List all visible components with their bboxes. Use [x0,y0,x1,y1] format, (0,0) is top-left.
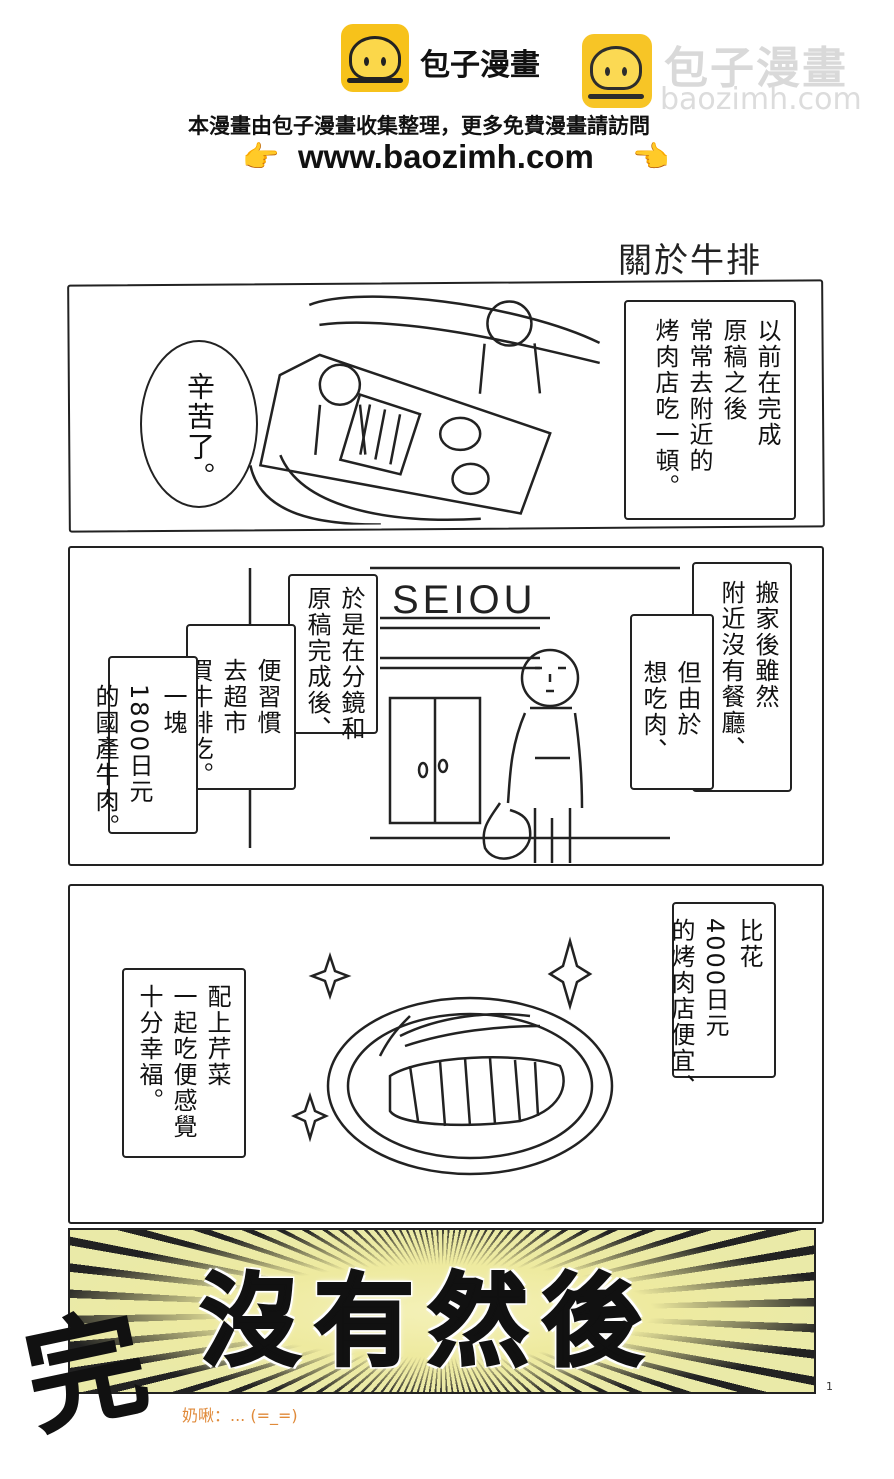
caption-box: 但由於 想吃肉、 [630,614,714,790]
caption-text: 比花 4000日元 的烤肉店便宜、 [667,918,763,1100]
caption-text: 搬家後雖然 附近沒有餐廳、 [717,580,779,762]
speech-text: 辛苦了。 [183,372,216,492]
caption-text: 配上芹菜 一起吃便感覺 十分幸福。 [135,984,231,1140]
caption-text: 於是在分鏡和 原稿完成後、 [303,586,365,742]
panel-3 [68,884,824,1224]
site-url-link[interactable]: www.baozimh.com [298,138,594,175]
steak-plate-drawing [290,936,614,1176]
baozi-logo-watermark-icon [582,34,652,108]
caption-box: 配上芹菜 一起吃便感覺 十分幸福。 [122,968,246,1158]
brand-watermark-url: baozimh.com [660,82,862,117]
brand-name: 包子漫畫 [420,48,540,83]
baozi-logo-icon [341,24,409,92]
caption-text: 一塊 1800日元 的國產牛肉。 [91,684,187,840]
caption-box: 比花 4000日元 的烤肉店便宜、 [667,902,776,1100]
caption-text: 但由於 想吃肉、 [639,660,701,764]
brand-watermark: 包子漫畫 [664,43,848,94]
caption-text: 以前在完成 原稿之後 常常去附近的 烤肉店吃一頓。 [651,318,781,500]
page-number: 1 [826,1380,833,1393]
restaurant-table-drawing [249,295,601,526]
translator-note: 奶啾：... (=_=) [182,1406,298,1425]
caption-box: 便習慣 去超市 買牛排吃。 [185,624,296,790]
notice-text: 本漫畫由包子漫畫收集整理，更多免費漫畫請訪問 [188,114,650,138]
pointing-left-hand-icon: 👈 [632,140,670,175]
panel-1 [67,279,825,533]
speech-bubble: 辛苦了。 [140,340,258,508]
caption-box: 於是在分鏡和 原稿完成後、 [288,574,378,742]
comic-title: 關於牛排 [618,241,762,281]
caption-box: 以前在完成 原稿之後 常常去附近的 烤肉店吃一頓。 [624,300,796,520]
caption-box: 一塊 1800日元 的國產牛肉。 [91,656,198,840]
pointing-right-hand-icon: 👉 [242,140,280,175]
ending-headline: 沒有然後 [199,1262,656,1382]
store-sign: SEIOU [392,578,537,622]
speedlines-banner [68,1228,816,1394]
